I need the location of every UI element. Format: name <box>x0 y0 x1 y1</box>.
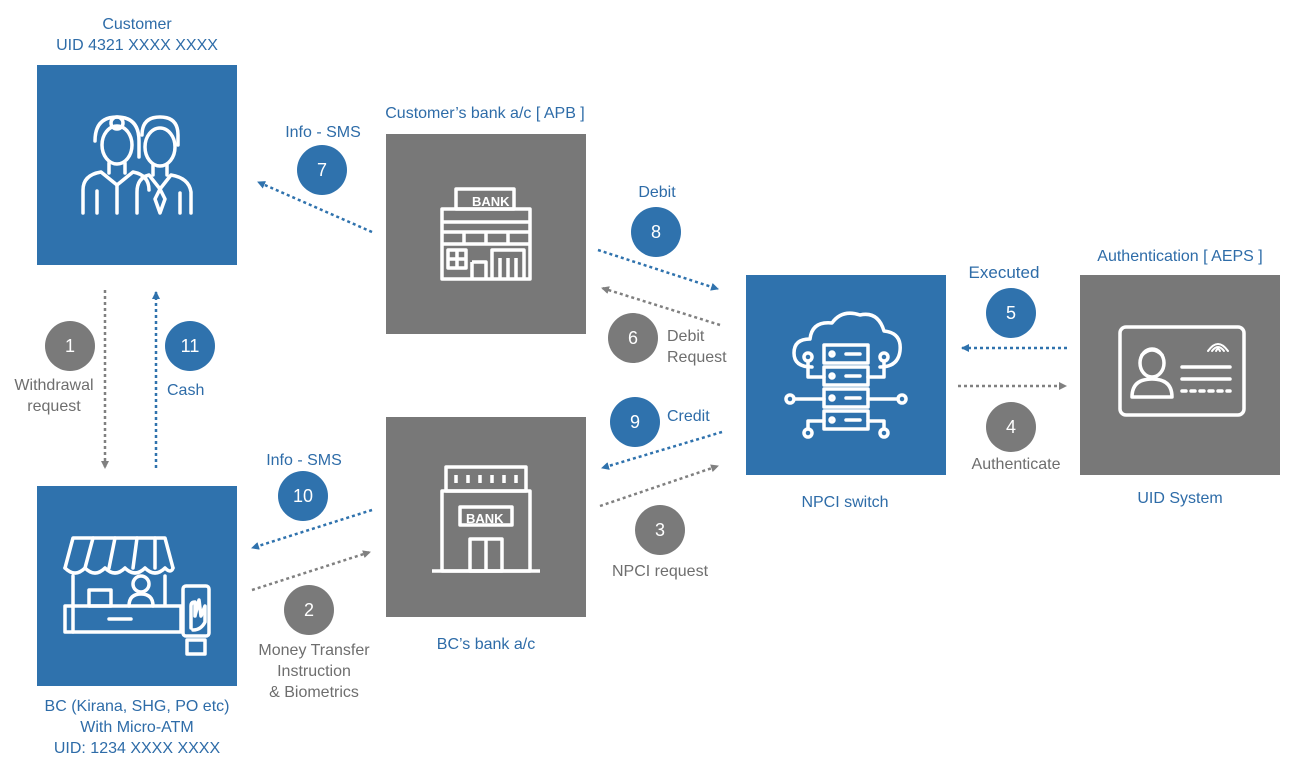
step-2-badge: 2 <box>284 585 334 635</box>
step-3-badge: 3 <box>635 505 685 555</box>
npci-switch-title: NPCI switch <box>801 494 889 511</box>
step-1-label-line2: request <box>27 398 81 415</box>
npci-switch-box <box>746 275 946 475</box>
step-6-badge: 6 <box>608 313 658 363</box>
bc-bank-title: BC’s bank a/c <box>436 636 536 653</box>
step-1-badge: 1 <box>45 321 95 371</box>
customer-title: Customer <box>102 16 172 33</box>
bc-label: BC (Kirana, SHG, PO etc) With Micro-ATM … <box>45 696 230 759</box>
step-9-badge: 9 <box>610 397 660 447</box>
uid-auth-title: Authentication [ AEPS ] <box>1097 248 1263 265</box>
bank-sign-text: BANK <box>472 194 510 209</box>
step-4-badge: 4 <box>986 402 1036 452</box>
step-2-label-line2: Instruction <box>277 663 351 680</box>
bc-title-line2: With Micro-ATM <box>80 719 194 736</box>
customer-uid: UID 4321 XXXX XXXX <box>56 37 218 54</box>
aadhaar-card-icon <box>1118 325 1246 417</box>
bank-building-icon <box>432 465 540 573</box>
step-9-label: Credit <box>667 408 710 425</box>
step-1-label-line1: Withdrawal <box>14 377 94 394</box>
customer-bank-box: BANK <box>386 134 586 334</box>
cloud-server-icon <box>784 311 908 439</box>
step-4-label: Authenticate <box>971 456 1061 473</box>
customer-label: Customer UID 4321 XXXX XXXX <box>56 14 218 56</box>
arrow-step-10 <box>251 508 373 550</box>
bc-box <box>37 486 237 686</box>
step-5-badge: 5 <box>986 288 1036 338</box>
customer-bank-title: Customer’s bank a/c [ APB ] <box>385 105 585 122</box>
step-10-badge: 10 <box>278 471 328 521</box>
step-11-label: Cash <box>167 382 205 399</box>
step-6-label-line1: Debit <box>667 328 705 345</box>
step-7-badge: 7 <box>297 145 347 195</box>
customer-box <box>37 65 237 265</box>
step-8-label: Debit <box>638 184 676 201</box>
step-1-label: Withdrawal request <box>14 375 93 417</box>
bank-building-icon <box>440 187 532 281</box>
arrow-step-7 <box>257 180 373 234</box>
step-6-label-line2: Request <box>667 349 727 366</box>
step-2-label-line3: & Biometrics <box>269 684 359 701</box>
bc-title-line1: BC (Kirana, SHG, PO etc) <box>44 698 230 715</box>
step-10-label: Info - SMS <box>266 452 342 469</box>
customers-icon <box>81 115 193 215</box>
step-2-label-line1: Money Transfer <box>258 642 370 659</box>
arrow-step-6 <box>601 286 721 327</box>
step-5-label: Executed <box>968 263 1040 282</box>
step-6-label: Debit Request <box>667 326 727 368</box>
uid-system-title: UID System <box>1137 490 1223 507</box>
step-3-label: NPCI request <box>611 563 709 580</box>
step-7-label: Info - SMS <box>285 124 361 141</box>
step-11-badge: 11 <box>165 321 215 371</box>
bc-bank-box: BANK <box>386 417 586 617</box>
bc-uid: UID: 1234 XXXX XXXX <box>53 740 221 757</box>
arrow-step-9 <box>601 430 723 470</box>
arrow-step-2 <box>251 550 371 592</box>
step-2-label: Money Transfer Instruction & Biometrics <box>258 640 369 703</box>
uid-system-box <box>1080 275 1280 475</box>
kiosk-biometric-icon <box>63 536 211 656</box>
step-8-badge: 8 <box>631 207 681 257</box>
bank-sign-text: BANK <box>466 511 504 526</box>
arrow-step-3 <box>599 464 719 508</box>
